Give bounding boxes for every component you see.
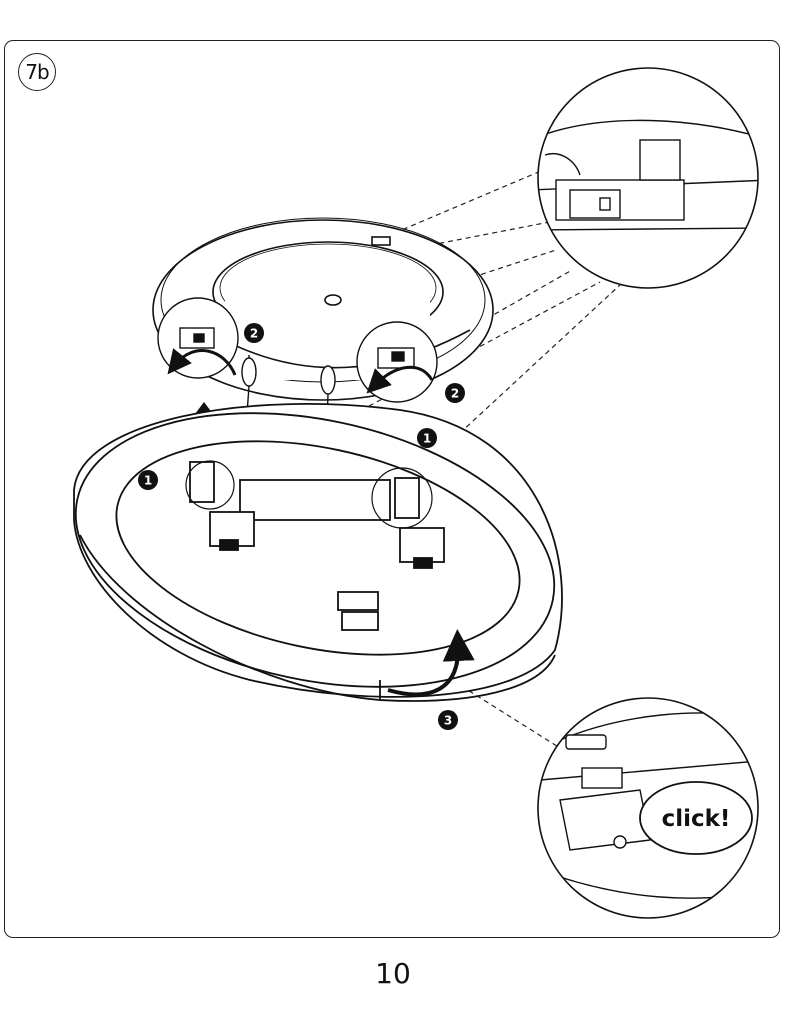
svg-text:3: 3 [444,714,452,728]
instruction-panel-frame [4,40,780,938]
lamp-body [73,403,563,702]
rotation-arrow [387,629,475,697]
page-number: 10 [375,957,411,990]
latch-detail-right [356,321,438,403]
click-label: click! [662,806,731,832]
svg-text:2: 2 [250,327,258,341]
step-label: 7b [18,53,56,91]
callout-2-left: 2 [244,323,264,343]
magnifier-bottom: click! [537,697,759,919]
magnifier-top [537,67,759,289]
svg-text:1: 1 [423,432,431,446]
callout-1-right: 1 [417,428,437,448]
latch-detail-left [157,297,239,379]
callout-2-right: 2 [445,383,465,403]
click-speech-bubble [639,781,753,855]
callout-3: 3 [438,710,458,730]
svg-text:2: 2 [451,387,459,401]
callout-1-left: 1 [138,470,158,490]
svg-text:1: 1 [144,474,152,488]
